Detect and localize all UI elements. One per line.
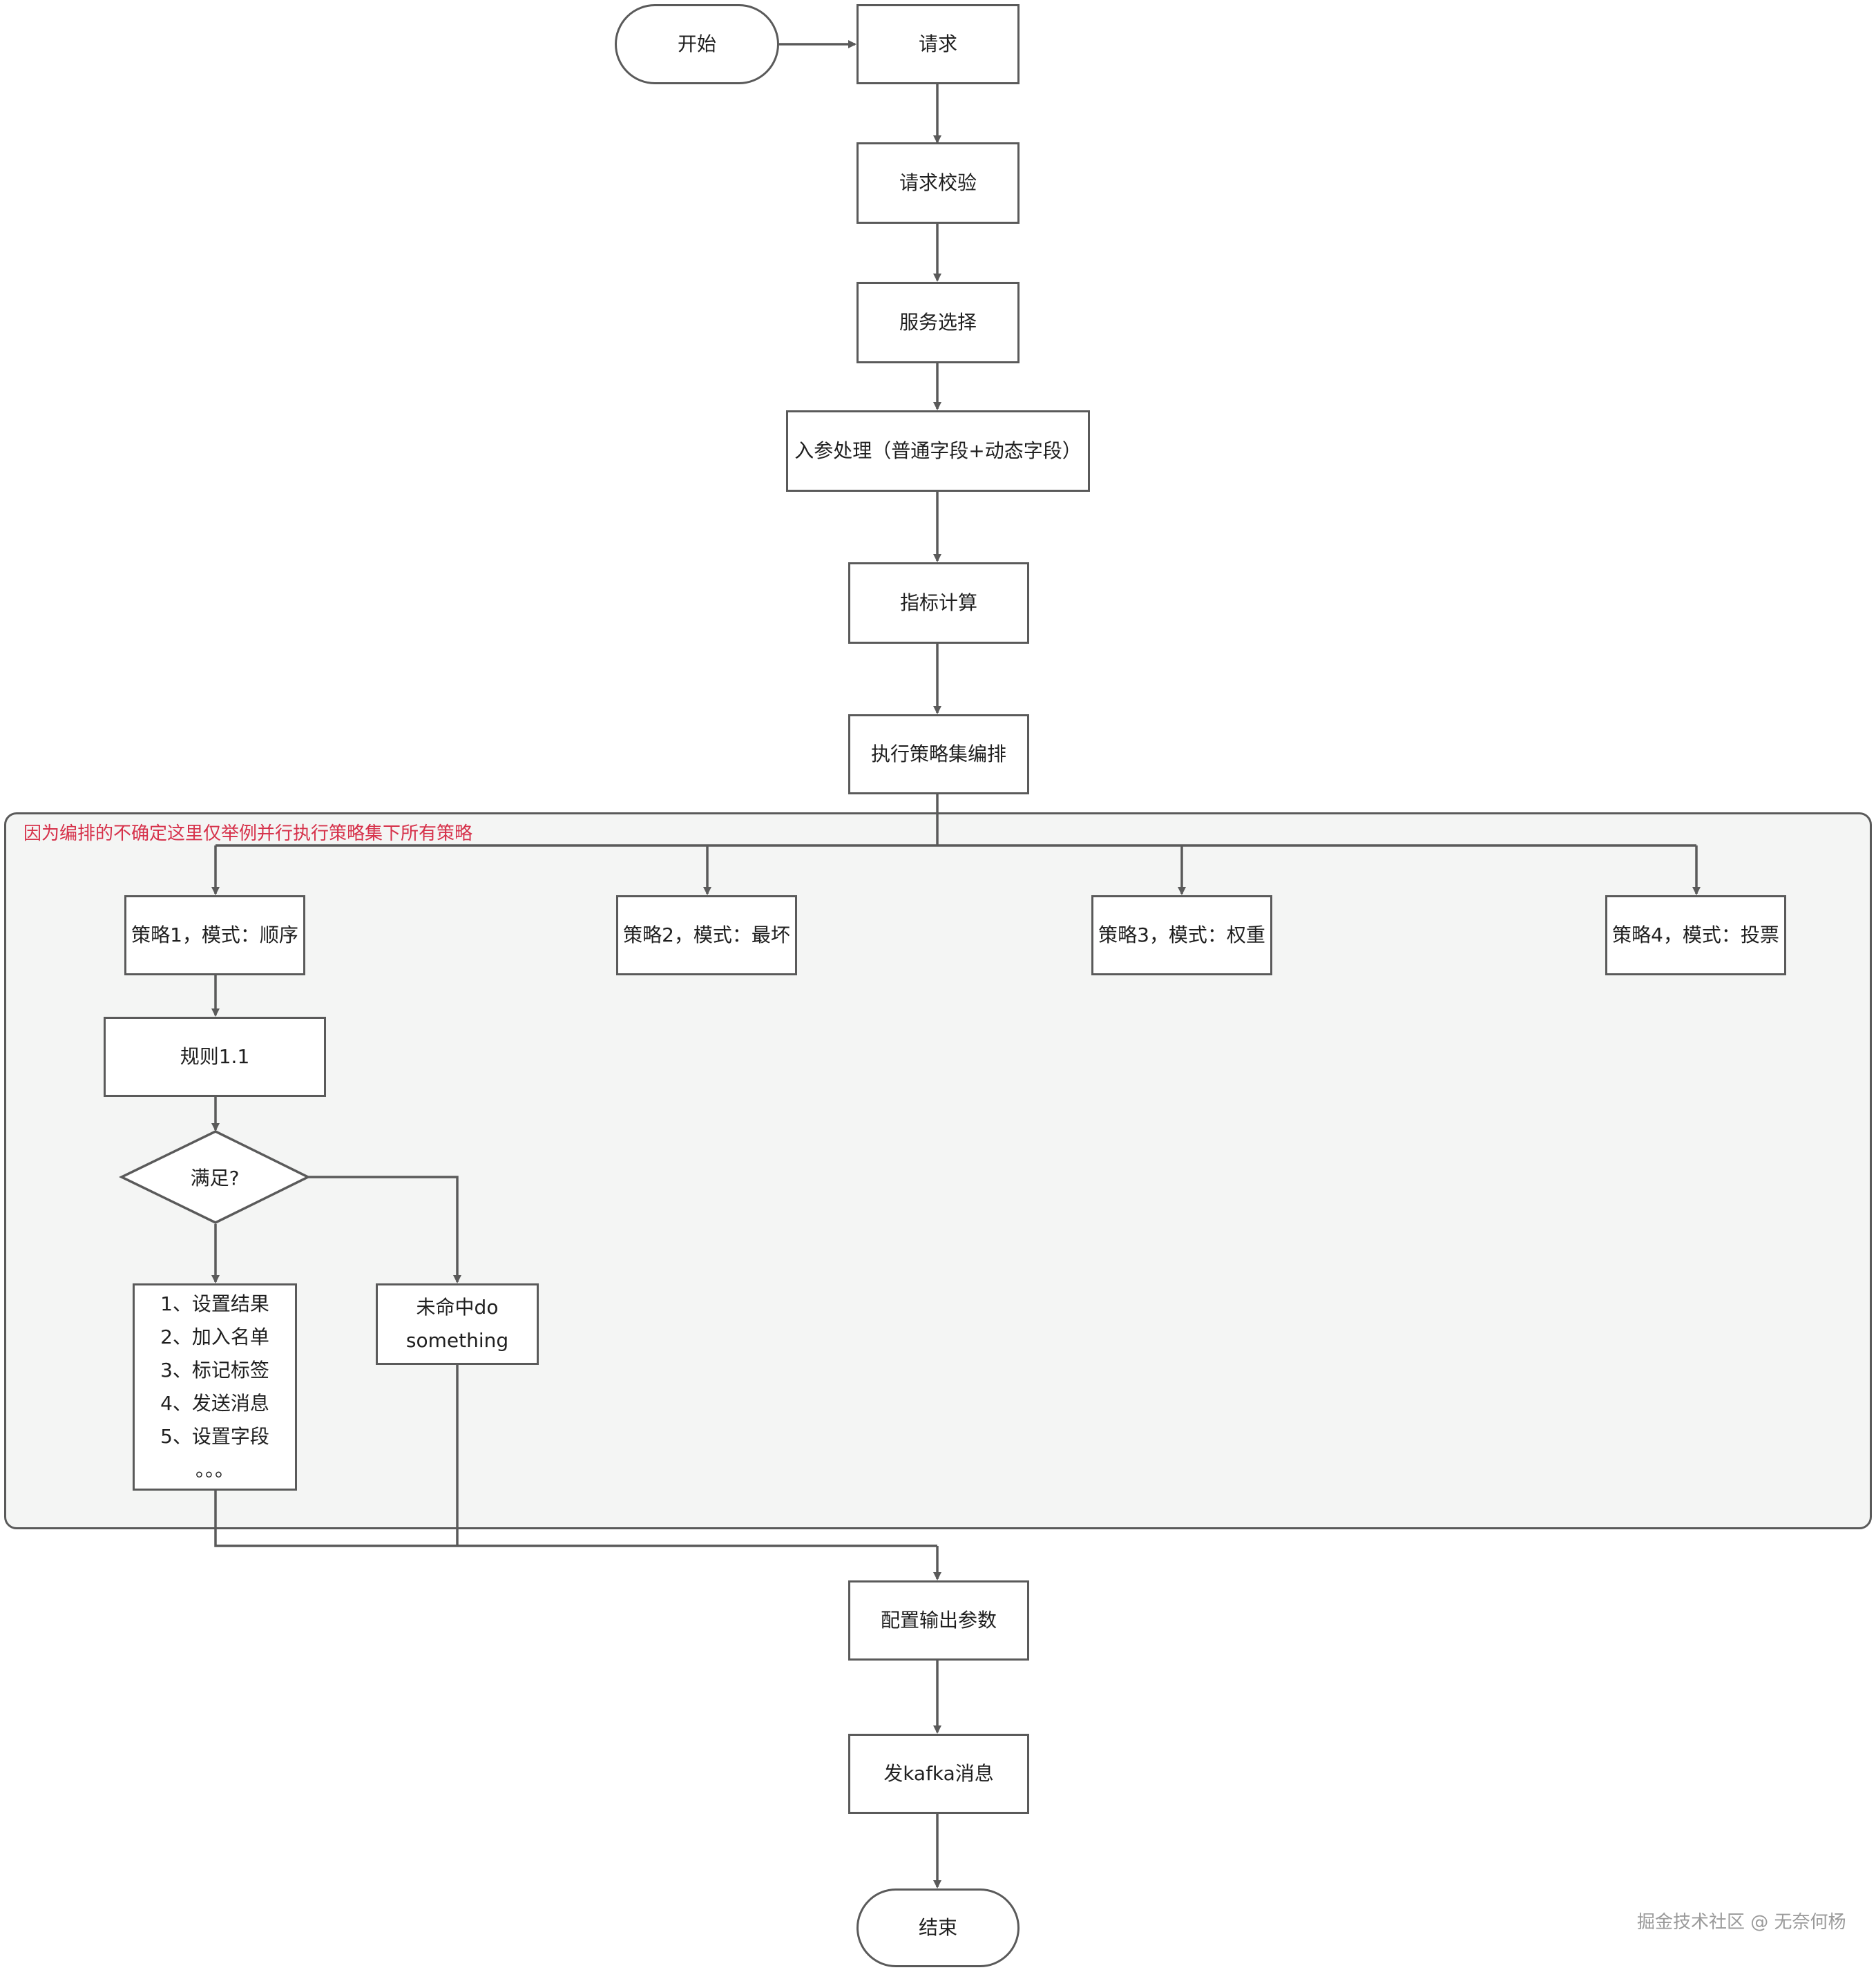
rule-1-1-node[interactable]: 规则1.1 bbox=[104, 1017, 326, 1097]
request-node[interactable]: 请求 bbox=[856, 4, 1020, 84]
end-node[interactable]: 结束 bbox=[856, 1888, 1020, 1967]
param-process-node[interactable]: 入参处理（普通字段+动态字段） bbox=[786, 410, 1090, 492]
strategy-3-node[interactable]: 策略3，模式：权重 bbox=[1091, 895, 1272, 975]
group-label: 因为编排的不确定这里仅举例并行执行策略集下所有策略 bbox=[23, 823, 473, 844]
actions-line-1: 1、设置结果 bbox=[160, 1292, 269, 1315]
start-node[interactable]: 开始 bbox=[615, 4, 779, 84]
decision-label: 满足? bbox=[190, 1167, 240, 1189]
metric-calc-node[interactable]: 指标计算 bbox=[848, 562, 1029, 644]
arrow-decision-miss bbox=[308, 1176, 461, 1283]
kafka-message-node[interactable]: 发kafka消息 bbox=[848, 1734, 1029, 1814]
miss-line-1: 未命中do bbox=[416, 1296, 499, 1319]
actions-line-2: 2、加入名单 bbox=[160, 1326, 269, 1348]
validate-node[interactable]: 请求校验 bbox=[856, 142, 1020, 224]
decision-diamond bbox=[118, 1130, 311, 1224]
miss-node[interactable]: 未命中do something bbox=[376, 1283, 539, 1365]
service-select-node[interactable]: 服务选择 bbox=[856, 282, 1020, 363]
actions-line-3: 3、标记标签 bbox=[160, 1359, 269, 1381]
actions-line-6: 。。。 bbox=[195, 1458, 234, 1481]
execute-strategy-set-node[interactable]: 执行策略集编排 bbox=[848, 714, 1029, 794]
actions-node[interactable]: 1、设置结果 2、加入名单 3、标记标签 4、发送消息 5、设置字段 。。。 bbox=[133, 1283, 297, 1491]
strategy-1-node[interactable]: 策略1，模式：顺序 bbox=[124, 895, 305, 975]
strategy-4-node[interactable]: 策略4，模式：投票 bbox=[1605, 895, 1786, 975]
connector-actions-merge bbox=[214, 1491, 937, 1547]
actions-line-5: 5、设置字段 bbox=[160, 1425, 269, 1448]
strategy-2-node[interactable]: 策略2，模式：最坏 bbox=[616, 895, 797, 975]
miss-line-2: something bbox=[405, 1329, 509, 1352]
output-params-node[interactable]: 配置输出参数 bbox=[848, 1580, 1029, 1661]
actions-line-4: 4、发送消息 bbox=[160, 1392, 269, 1415]
watermark: 掘金技术社区 @ 无奈何杨 bbox=[1637, 1912, 1846, 1933]
parallel-strategy-group bbox=[4, 812, 1872, 1529]
